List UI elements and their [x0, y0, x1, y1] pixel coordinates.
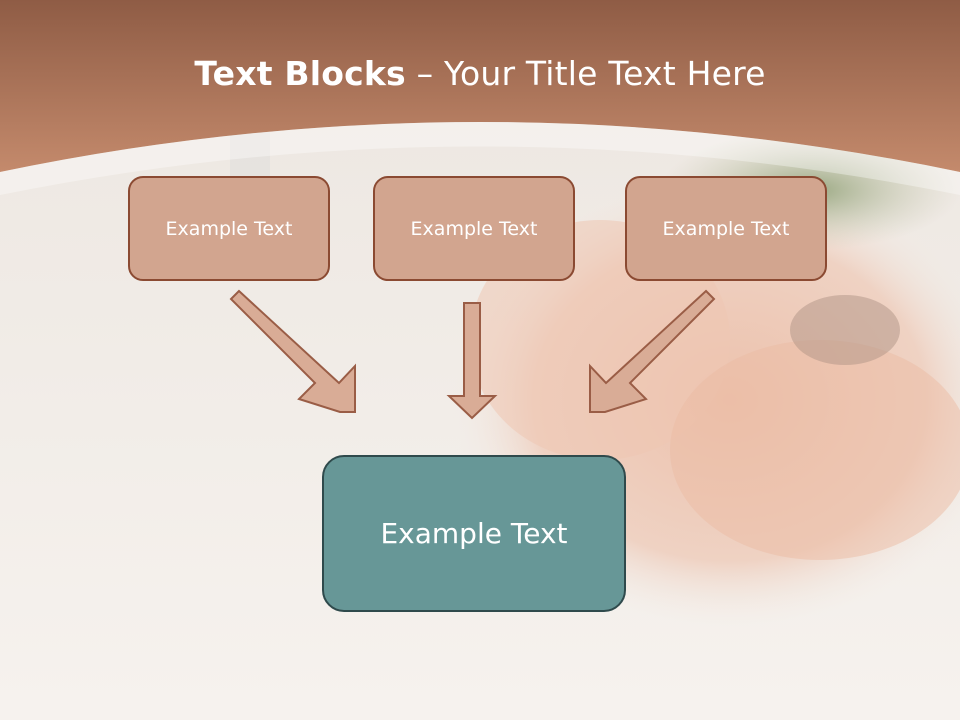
- arrow-center: [446, 302, 498, 420]
- text-block-3[interactable]: Example Text: [625, 176, 827, 281]
- text-block-2[interactable]: Example Text: [373, 176, 575, 281]
- slide-title: Text Blocks – Your Title Text Here: [0, 54, 960, 93]
- arrow-left: [229, 289, 356, 413]
- text-block-1[interactable]: Example Text: [128, 176, 330, 281]
- arrow-right: [589, 289, 716, 413]
- result-block[interactable]: Example Text: [322, 455, 626, 612]
- title-rest: Your Title Text Here: [444, 54, 766, 93]
- title-bold: Text Blocks: [194, 54, 406, 93]
- title-dash: –: [416, 54, 434, 93]
